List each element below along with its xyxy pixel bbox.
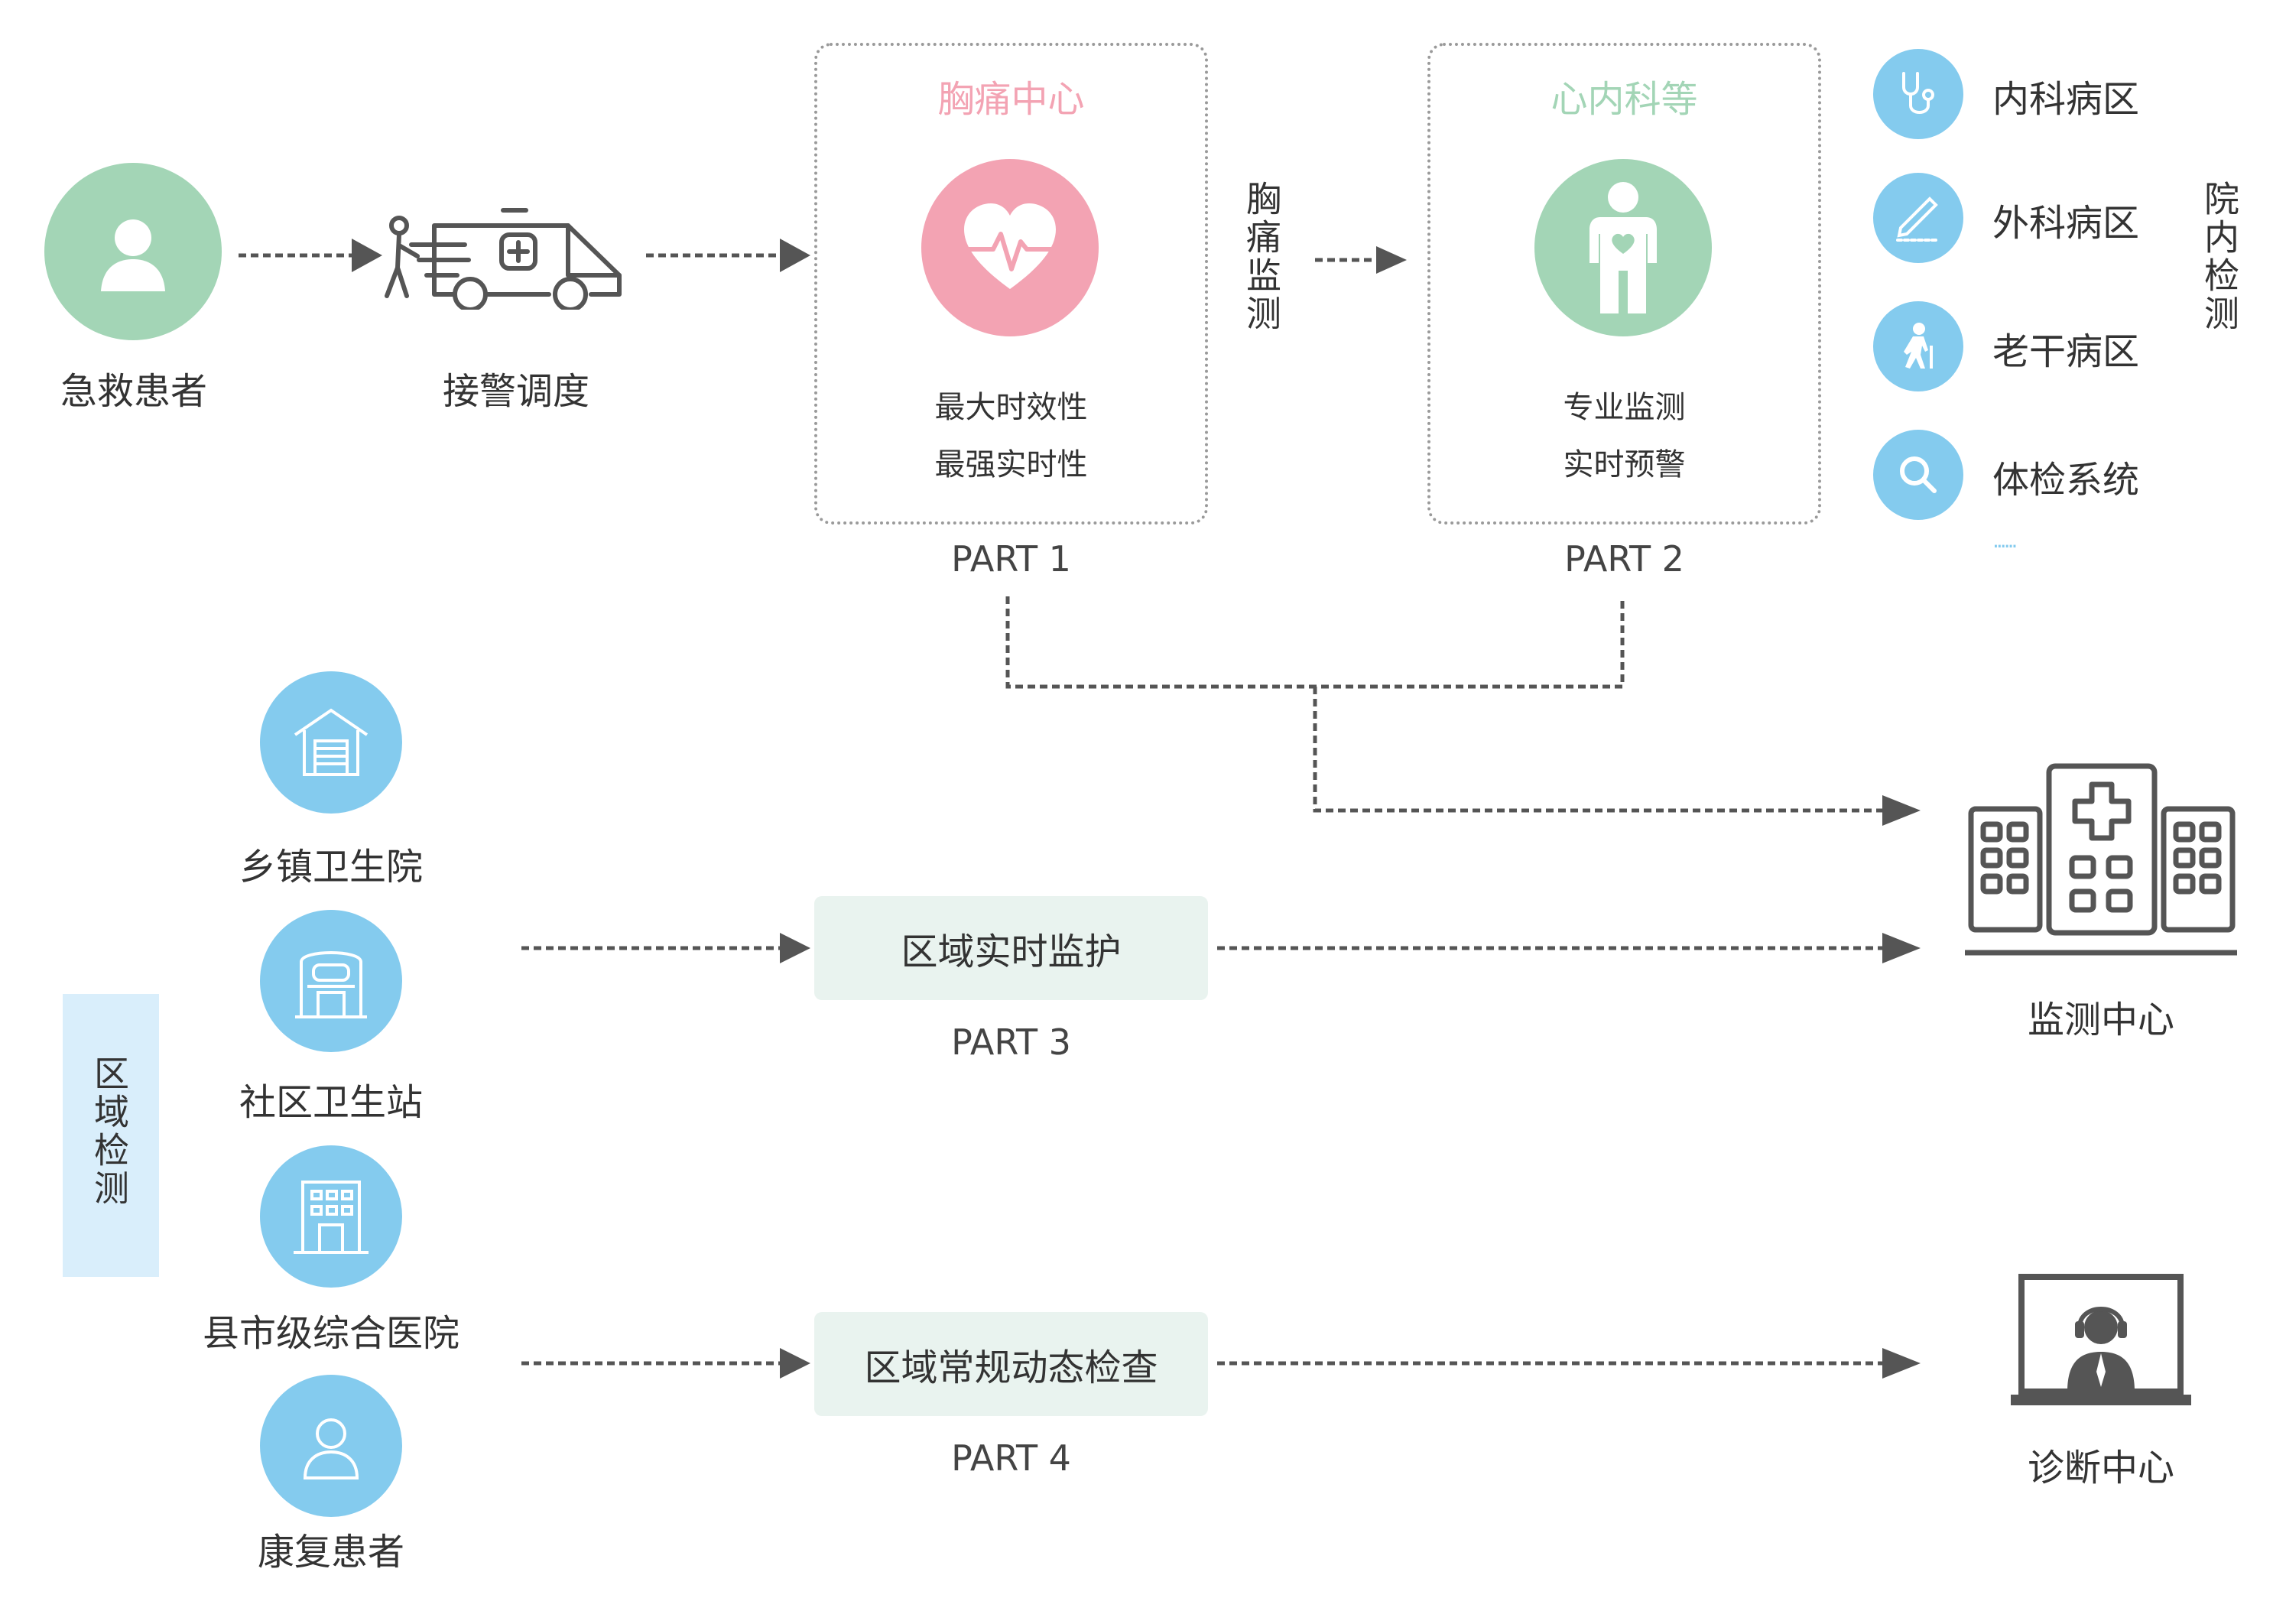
monitor-center-label: 监测中心 xyxy=(2027,999,2174,1041)
part1-line2: 最强实时性 xyxy=(934,447,1088,482)
patient-label: 急救患者 xyxy=(60,370,207,413)
part2-panel xyxy=(1427,43,1821,525)
wards-more: ...... xyxy=(1992,528,2018,553)
in-hospital-label: 院内检测 xyxy=(2199,180,2240,333)
source-label-township: 乡镇卫生院 xyxy=(239,846,423,888)
part1-line1: 最大时效性 xyxy=(934,390,1088,425)
part3-label: PART 3 xyxy=(951,1021,1071,1063)
ambulance-icon xyxy=(385,208,622,310)
stethoscope-icon xyxy=(1873,49,1963,139)
doctor-icon xyxy=(1534,159,1712,336)
ward-label-veteran: 老干病区 xyxy=(1992,330,2140,373)
region-side-label: 区域检测 xyxy=(89,1055,130,1208)
magnifier-icon xyxy=(1873,430,1963,520)
part2-line1: 专业监测 xyxy=(1563,390,1686,425)
diagnosis-center-label: 诊断中心 xyxy=(2027,1447,2174,1489)
part1-label: PART 1 xyxy=(951,538,1071,580)
elderly-icon xyxy=(1873,301,1963,391)
part2-label: PART 2 xyxy=(1564,538,1684,580)
part3-box: 区域实时监护 xyxy=(814,896,1208,1000)
region-side-panel xyxy=(63,994,159,1277)
recovery-patient-icon xyxy=(260,1375,402,1517)
part2-title: 心内科等 xyxy=(1551,78,1698,121)
part2-line2: 实时预警 xyxy=(1563,447,1686,482)
part4-label: PART 4 xyxy=(951,1437,1071,1479)
source-label-community: 社区卫生站 xyxy=(239,1081,423,1124)
dispatch-label: 接警调度 xyxy=(442,370,589,413)
part4-box-label: 区域常规动态检查 xyxy=(864,1346,1158,1389)
part1-panel xyxy=(814,43,1208,525)
ward-label-surgical: 外科病区 xyxy=(1992,202,2140,245)
township-hospital-icon xyxy=(260,671,402,814)
ward-label-checkup: 体检系统 xyxy=(1992,459,2140,502)
scalpel-icon xyxy=(1873,173,1963,263)
chest-monitor-label: 胸痛监测 xyxy=(1241,180,1282,333)
connector-parts-to-monitor xyxy=(1005,596,1882,813)
source-label-recovery: 康复患者 xyxy=(257,1531,404,1574)
diagnosis-screen-icon xyxy=(2011,1274,2191,1405)
community-station-icon xyxy=(260,910,402,1052)
ward-label-internal: 内科病区 xyxy=(1992,78,2140,121)
source-label-county: 县市级综合医院 xyxy=(202,1312,459,1355)
heart-icon xyxy=(921,159,1099,336)
part3-box-label: 区域实时监护 xyxy=(901,931,1122,973)
part4-box: 区域常规动态检查 xyxy=(814,1312,1208,1416)
part1-title: 胸痛中心 xyxy=(937,78,1085,121)
county-hospital-icon xyxy=(260,1145,402,1288)
emergency-patient-icon xyxy=(44,163,222,340)
hospital-building-icon xyxy=(1965,763,2237,956)
